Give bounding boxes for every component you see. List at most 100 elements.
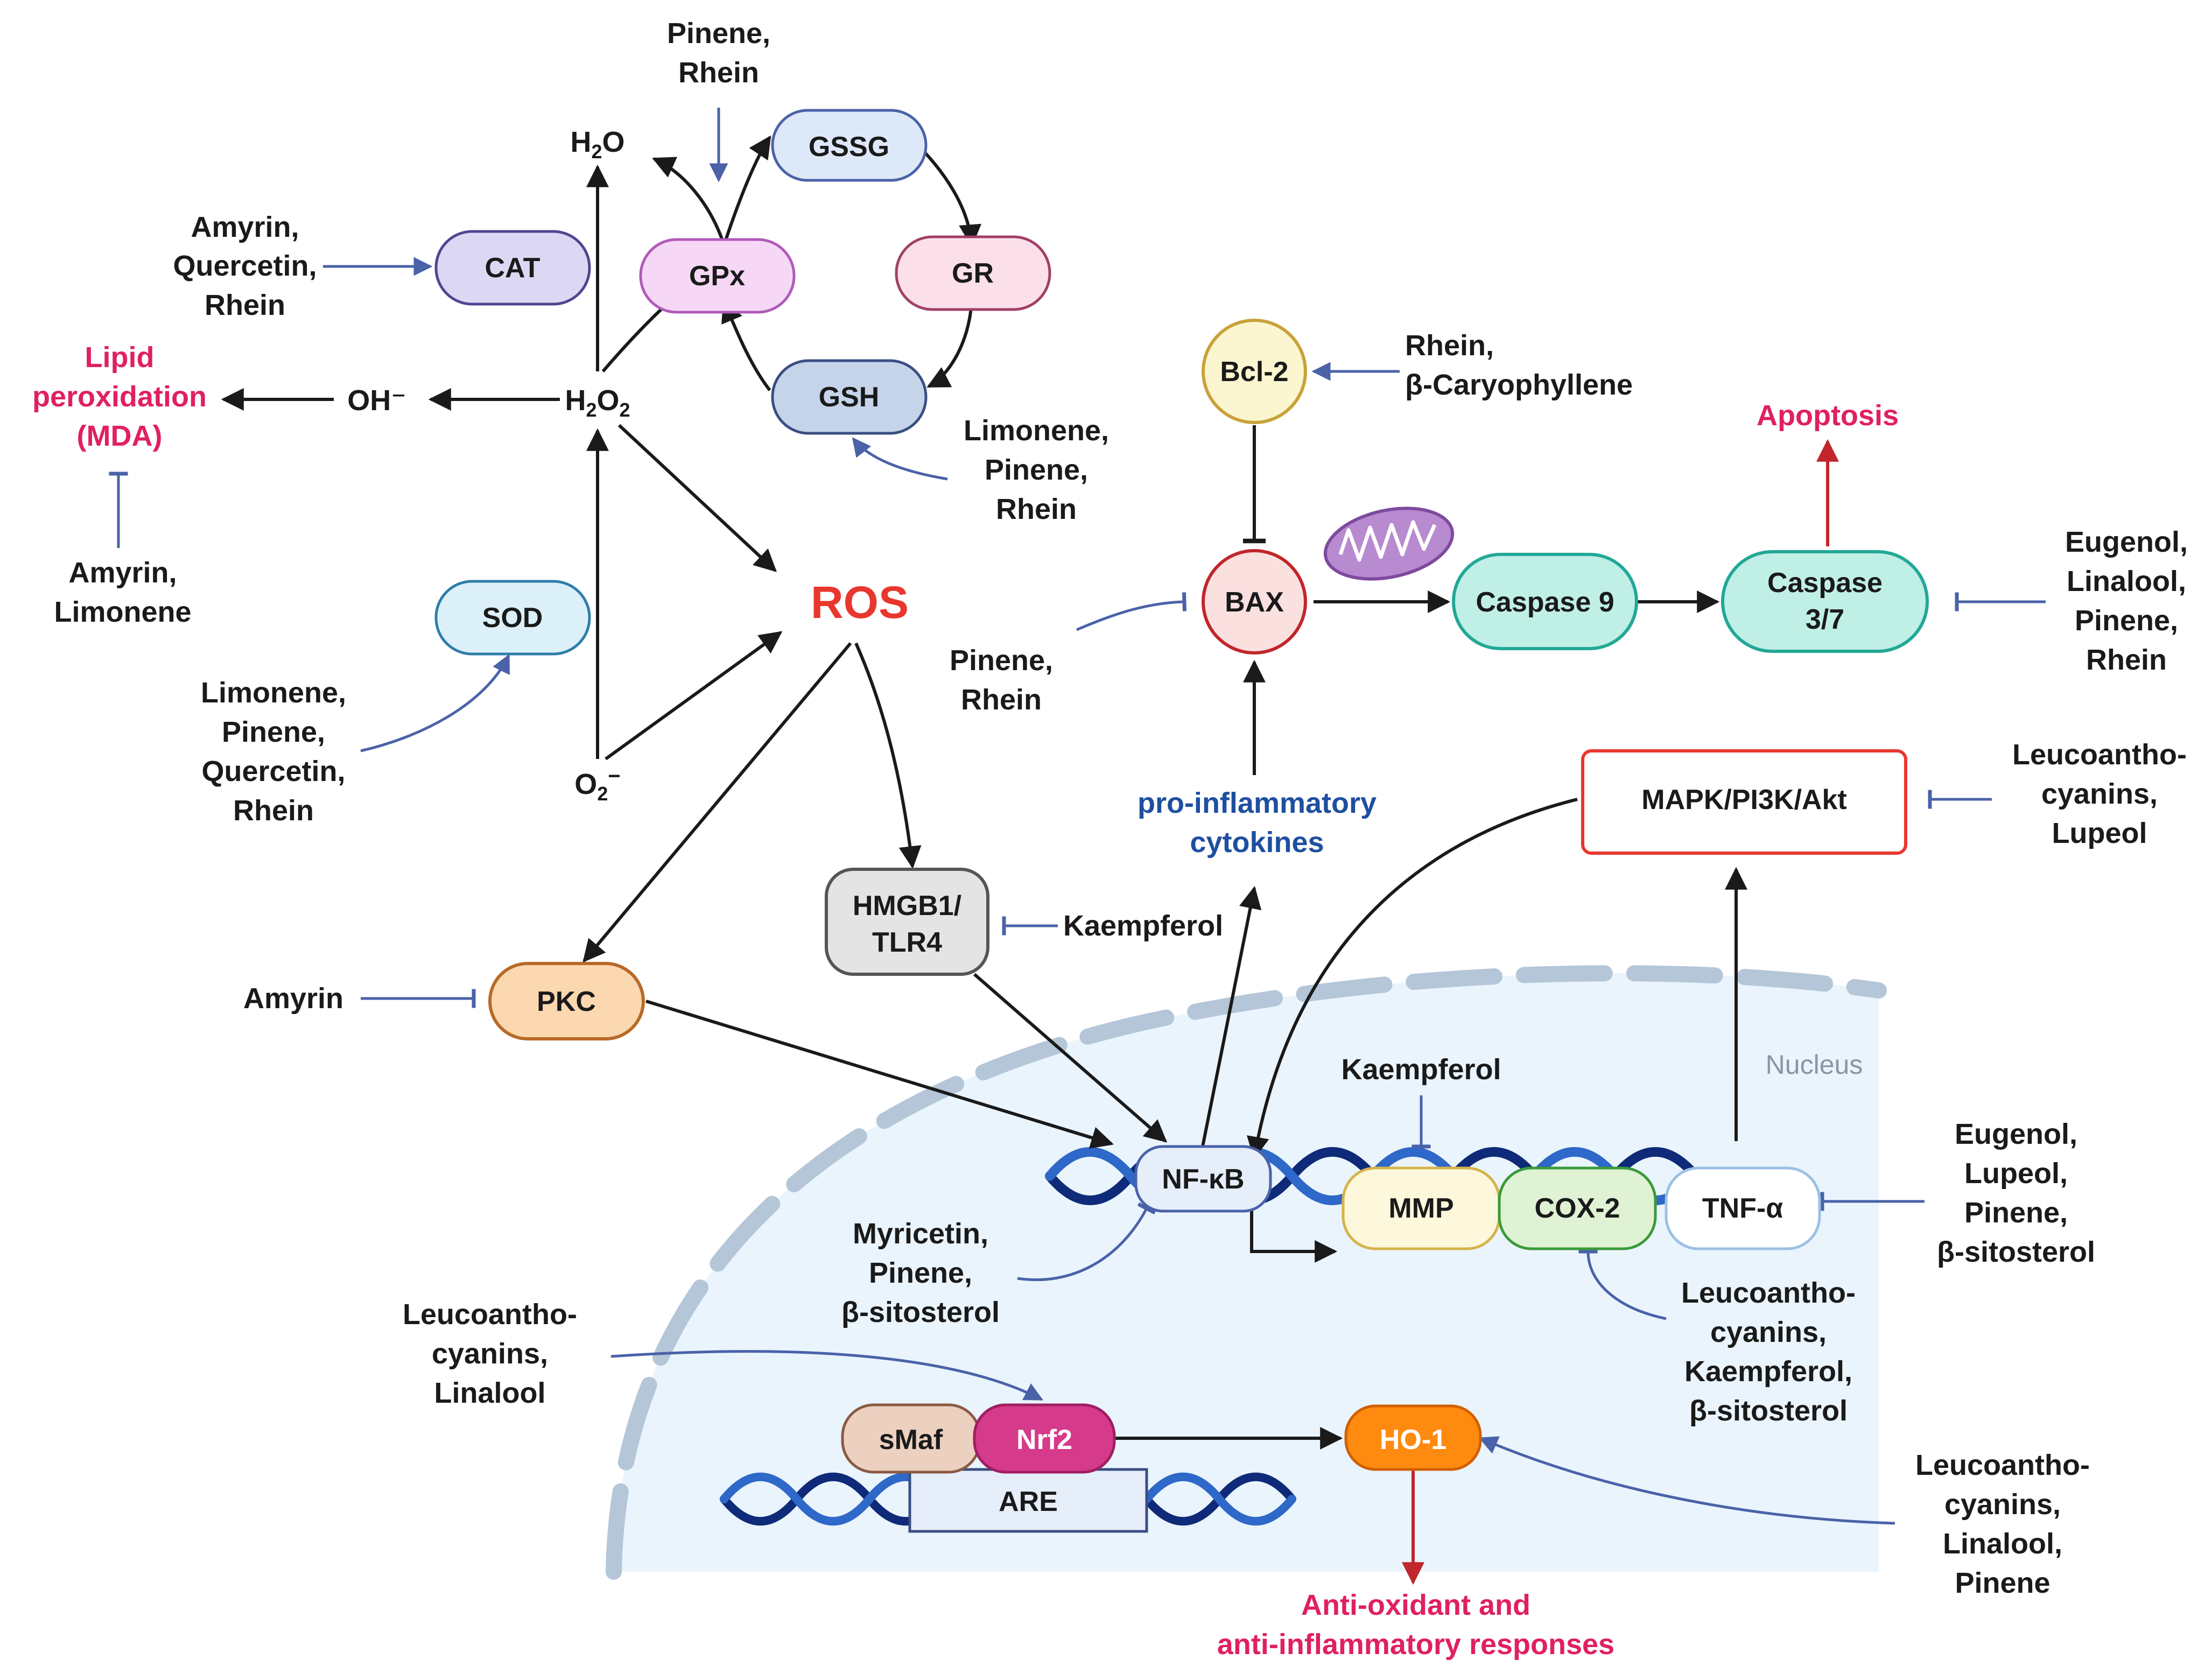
compounds-hmgb1: Kaempferol [1063,910,1223,942]
compounds-gsh-text: Limonene, [964,414,1109,447]
node-mapk-text: MAPK/PI3K/Akt [1641,784,1846,815]
node-smaf: sMaf [841,1403,981,1474]
node-sod-text: SOD [482,602,543,634]
arrow-nfkb-to-cytokines [1199,885,1262,1158]
compounds-cox2-text: Leucoantho- [1681,1277,1856,1309]
compounds-bax: Pinene, Rhein [950,644,1053,716]
outcome-proinflammatory-cytokines-text: pro-inflammatory [1137,787,1377,819]
compounds-nfkb-text: Pinene, [869,1257,972,1289]
outcome-arrows [1402,439,1839,1585]
compounds-nfkb: Myricetin, Pinene, β-sitosterol [841,1218,1000,1328]
compounds-nfkb-text: β-sitosterol [841,1296,1000,1328]
node-mmp-text: MMP [1388,1193,1453,1224]
compounds-cox2: Leucoantho- cyanins, Kaempferol, β-sitos… [1681,1277,1856,1427]
arrow-h2o2-to-ros [617,424,777,572]
node-pkc: PKC [488,962,645,1040]
label-h2o2: H2O2 [565,384,630,421]
node-caspase9-text: Caspase 9 [1476,587,1614,618]
compounds-bcl2-text: Rhein, [1405,329,1494,362]
label-oh: OH⁻ [347,384,406,417]
compounds-mapk-text: Lupeol [2052,817,2147,849]
compounds-pkc: Amyrin [243,982,343,1015]
outcome-lipid-peroxidation: Lipid peroxidation (MDA) [32,341,207,452]
compounds-gpx-text: Rhein [678,57,759,89]
outcome-lipid-peroxidation-text: (MDA) [77,420,163,452]
compounds-gsh-text: Pinene, [985,454,1088,486]
arrow-ros-to-hmgb1 [854,642,922,869]
compounds-ho1-text: Pinene [1955,1567,2050,1599]
compounds-bax-text: Rhein [961,684,1042,716]
arrow-hmgb1-to-nfkb [973,973,1168,1143]
compounds-sod-text: Rhein [233,794,314,827]
outcome-antioxidant-responses: Anti-oxidant and anti-inflammatory respo… [1217,1589,1614,1661]
node-nrf2-text: Nrf2 [1016,1424,1072,1455]
compounds-ho1-text: Leucoantho- [1915,1449,2090,1481]
node-tnfa-text: TNF-α [1702,1193,1783,1224]
compounds-sod-text: Quercetin, [201,755,345,787]
outcome-proinflammatory-cytokines: pro-inflammatory cytokines [1137,787,1377,859]
arrow-gr-to-gsh [926,301,973,388]
node-gr: GR [895,235,1051,311]
arrow-compounds-to-nrf2 [610,1350,1044,1401]
compounds-tnfa-text: Eugenol, [1955,1118,2077,1150]
compounds-nrf2-text: Leucoantho- [403,1298,577,1331]
node-sod: SOD [434,580,591,656]
compounds-sod-text: Limonene, [201,677,346,709]
label-h2o: H2O [570,126,624,163]
node-bax: BAX [1202,549,1307,655]
node-are-text: ARE [999,1486,1058,1517]
compounds-cox2-text: β-sitosterol [1689,1395,1848,1427]
compounds-cox2-text: cyanins, [1710,1316,1827,1348]
outcome-lipid-peroxidation-text: peroxidation [32,381,207,413]
inhibit-cox2 [1578,1249,1667,1320]
compounds-cat-text: Rhein [205,289,285,321]
node-gssg: GSSG [771,109,928,182]
node-hmgb1-text: HMGB1/ [853,890,961,922]
compounds-caspase37-text: Eugenol, [2065,526,2188,558]
compounds-gpx-text: Pinene, [667,17,770,50]
arrow-o2-to-ros [605,631,783,761]
compounds-nrf2: Leucoantho- cyanins, Linalool [403,1298,577,1409]
compounds-tnfa-text: β-sitosterol [1937,1236,2095,1268]
node-cat-text: CAT [484,252,540,284]
compounds-cat-text: Amyrin, [191,211,299,243]
node-cox2: COX-2 [1498,1166,1657,1250]
node-caspase37-text: Caspase [1767,567,1883,599]
compounds-bax-text: Pinene, [950,644,1053,677]
arrow-mapk-to-nfkb [1247,798,1578,1160]
compounds-cox2-text: Kaempferol, [1684,1355,1852,1388]
inhibit-nfkb [1017,1202,1156,1282]
compounds-lipid-text: Limonene [54,596,191,628]
compounds-tnfa-text: Pinene, [1964,1197,2068,1229]
arrow-compounds-to-gsh [852,437,948,481]
arrow-compounds-to-sod [360,653,510,752]
arrow-pkc-to-nfkb [645,1000,1114,1149]
outcome-antioxidant-responses-text: Anti-oxidant and [1301,1589,1530,1621]
node-hmgb1-text: TLR4 [872,927,942,958]
outcome-antioxidant-responses-text: anti-inflammatory responses [1217,1628,1614,1661]
compounds-nrf2-text: Linalool [434,1377,546,1409]
node-nfkb: NF-κB [1134,1145,1272,1213]
modulator-activation-arrows [323,108,1895,1525]
node-gsh: GSH [771,359,928,435]
nucleus-label: Nucleus [1766,1050,1863,1080]
compounds-cat: Amyrin, Quercetin, Rhein [173,211,317,321]
node-mapk: MAPK/PI3K/Akt [1581,749,1907,855]
arrow-gpx-to-h2o [652,157,726,245]
compounds-mmp: Kaempferol [1341,1053,1501,1086]
node-bax-text: BAX [1225,587,1284,618]
compounds-mapk-text: cyanins, [2041,778,2158,810]
label-o2-text: O2− [574,764,620,805]
node-gsh-text: GSH [819,382,880,413]
arrow-gpx-to-gssg [722,135,771,245]
label-o2: O2− [574,764,620,805]
compounds-gpx: Pinene, Rhein [667,17,770,89]
compounds-ho1-text: Linalool, [1943,1528,2062,1560]
mitochondrion-icon [1323,507,1455,581]
compounds-gsh: Limonene, Pinene, Rhein [964,414,1109,525]
node-gssg-text: GSSG [809,131,889,163]
node-ho1-text: HO-1 [1380,1424,1446,1455]
compounds-nrf2-text: cyanins, [432,1338,548,1370]
compounds-lipid-text: Amyrin, [68,557,177,589]
